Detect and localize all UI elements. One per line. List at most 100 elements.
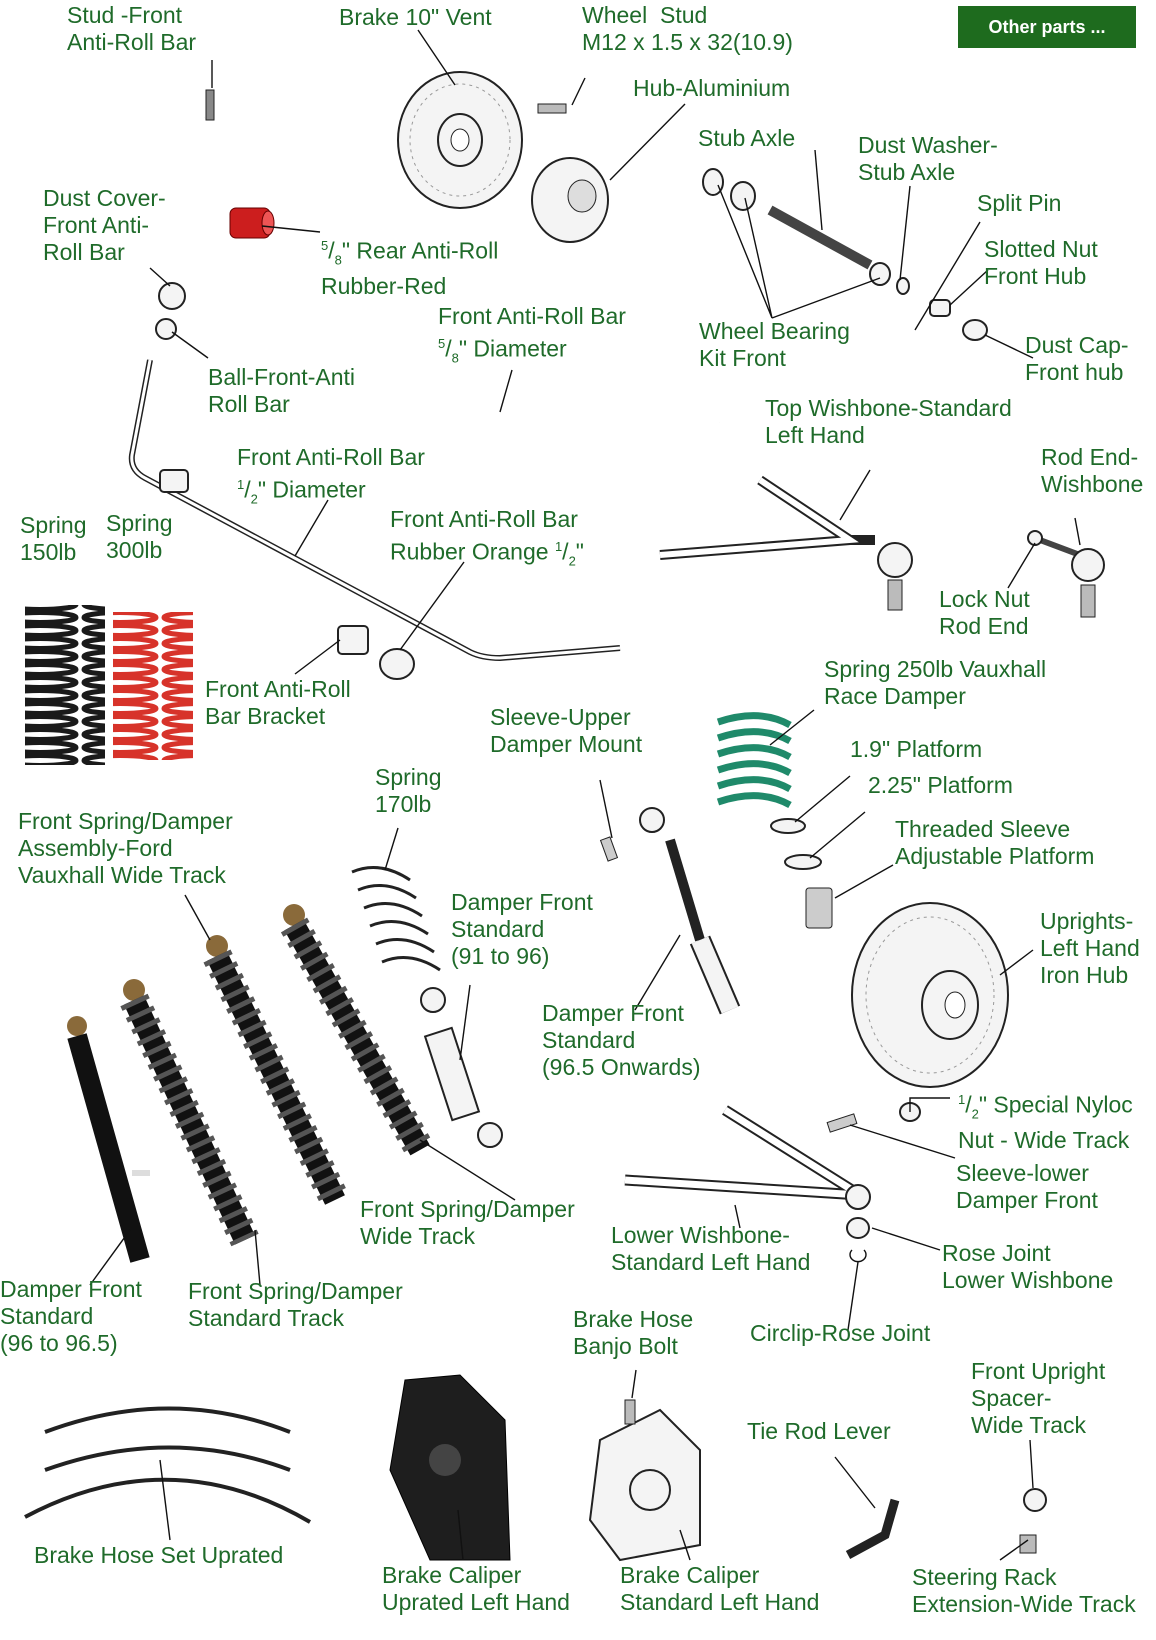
label-platform-225[interactable]: 2.25" Platform [868, 772, 1013, 798]
arb-bracket[interactable] [337, 625, 369, 655]
damper-front-96-96-5[interactable] [67, 1016, 150, 1263]
top-wishbone[interactable] [659, 475, 913, 611]
label-nyloc-nut[interactable]: 1/2" Special Nyloc Nut - Wide Track [958, 1091, 1133, 1154]
label-front-spring-wide[interactable]: Front Spring/Damper Wide Track [360, 1196, 575, 1249]
label-slotted-nut[interactable]: Slotted Nut Front Hub [984, 236, 1098, 289]
fraction-den: 2 [250, 491, 258, 507]
front-spring-damper-standard[interactable] [120, 979, 259, 1247]
label-brake-hose-banjo[interactable]: Brake Hose Banjo Bolt [573, 1306, 694, 1359]
label-damper-96-5-on[interactable]: Damper Front Standard (96.5 Onwards) [542, 1000, 701, 1080]
label-spring-300[interactable]: Spring 300lb [106, 510, 173, 563]
label-caliper-standard[interactable]: Brake Caliper Standard Left Hand [620, 1562, 820, 1615]
platform-2-25[interactable] [784, 854, 822, 870]
label-damper-91-96[interactable]: Damper Front Standard (91 to 96) [451, 889, 593, 969]
label-arb-rubber-orange[interactable]: Front Anti-Roll Bar Rubber Orange 1/2" [390, 506, 584, 569]
label-sleeve-upper[interactable]: Sleeve-Upper Damper Mount [490, 704, 643, 757]
label-arb-rubber-orange-b: " [575, 538, 584, 565]
label-stub-axle[interactable]: Stub Axle [698, 125, 796, 151]
label-front-arb-12[interactable]: Front Anti-Roll Bar 1/2" Diameter [237, 444, 425, 507]
label-rod-end[interactable]: Rod End- Wishbone [1041, 444, 1144, 497]
label-rose-joint[interactable]: Rose Joint Lower Wishbone [942, 1240, 1114, 1293]
damper-front-96-5[interactable] [639, 807, 741, 1015]
label-spring-170[interactable]: Spring 170lb [375, 764, 442, 817]
spring-170lb[interactable] [351, 866, 441, 972]
label-circlip[interactable]: Circlip-Rose Joint [750, 1320, 931, 1346]
label-rear-arb-rubber-text: " Rear Anti-Roll Rubber-Red [321, 237, 499, 300]
label-front-arb-12-b: " Diameter [257, 476, 366, 503]
front-upright-spacer[interactable] [1023, 1488, 1047, 1512]
platform-1-9[interactable] [770, 818, 806, 834]
front-anti-roll-bar-5-8[interactable] [193, 117, 721, 424]
label-top-wishbone[interactable]: Top Wishbone-Standard Left Hand [765, 395, 1012, 448]
wheel-stud[interactable] [537, 103, 567, 114]
stud-front-arb[interactable] [205, 89, 215, 121]
label-platform-19[interactable]: 1.9" Platform [850, 736, 983, 762]
label-ball-front-anti[interactable]: Ball-Front-Anti Roll Bar [208, 364, 355, 417]
label-spring-250[interactable]: Spring 250lb Vauxhall Race Damper [824, 656, 1047, 709]
arb-bushing[interactable] [159, 469, 189, 493]
fraction-num: 1 [237, 477, 245, 492]
label-caliper-uprated[interactable]: Brake Caliper Uprated Left Hand [382, 1562, 570, 1615]
spring-250lb[interactable] [714, 712, 794, 812]
label-front-spring-damper-ford[interactable]: Front Spring/Damper Assembly-Ford Vauxha… [18, 808, 233, 888]
label-threaded-sleeve[interactable]: Threaded Sleeve Adjustable Platform [895, 816, 1095, 869]
label-dust-washer[interactable]: Dust Washer- Stub Axle [858, 132, 998, 185]
label-arb-bracket[interactable]: Front Anti-Roll Bar Bracket [205, 676, 351, 729]
damper-front-91-96[interactable] [420, 987, 503, 1148]
label-sleeve-lower[interactable]: Sleeve-lower Damper Front [956, 1160, 1098, 1213]
arb-rubber-orange[interactable] [379, 648, 415, 680]
fraction-num: 5 [321, 238, 329, 253]
front-spring-damper-ford[interactable] [203, 935, 349, 1207]
rear-arb-rubber-red[interactable] [229, 207, 275, 239]
brake-disc-vent[interactable] [397, 71, 523, 209]
stub-axle-assembly[interactable] [702, 168, 988, 341]
label-brake-vent[interactable]: Brake 10" Vent [339, 4, 492, 30]
label-spring-150[interactable]: Spring 150lb [20, 512, 87, 565]
fraction-den: 2 [971, 1106, 979, 1122]
label-rear-arb-rubber[interactable]: 5/8" Rear Anti-Roll Rubber-Red [321, 237, 499, 300]
threaded-sleeve[interactable] [805, 887, 833, 929]
label-front-spring-std[interactable]: Front Spring/Damper Standard Track [188, 1278, 403, 1331]
label-tie-rod[interactable]: Tie Rod Lever [747, 1418, 891, 1444]
spring-150lb[interactable] [25, 605, 105, 765]
other-parts-button[interactable]: Other parts ... [958, 6, 1136, 48]
sleeve-lower-damper[interactable] [826, 1113, 858, 1133]
label-front-arb-58[interactable]: Front Anti-Roll Bar 5/8" Diameter [438, 303, 626, 366]
rose-joint[interactable] [846, 1217, 870, 1239]
sleeve-upper-damper[interactable] [599, 836, 619, 862]
rod-end-wishbone[interactable] [1027, 530, 1105, 618]
brake-hose-banjo-bolt[interactable] [624, 1399, 636, 1425]
uprights-iron-hub[interactable] [851, 902, 1009, 1088]
hub-aluminium[interactable] [531, 157, 609, 243]
ball-front-arb[interactable] [155, 318, 177, 340]
label-front-upright-spacer[interactable]: Front Upright Spacer- Wide Track [971, 1358, 1106, 1438]
lower-wishbone[interactable] [624, 1105, 871, 1210]
label-hub-aluminium[interactable]: Hub-Aluminium [633, 75, 791, 101]
label-nyloc-nut-text: " Special Nyloc Nut - Wide Track [958, 1091, 1133, 1154]
label-lock-nut[interactable]: Lock Nut Rod End [939, 586, 1030, 639]
label-dust-cover[interactable]: Dust Cover- Front Anti- Roll Bar [43, 185, 166, 265]
label-uprights[interactable]: Uprights- Left Hand Iron Hub [1040, 908, 1140, 988]
dust-cover-arb[interactable] [158, 282, 186, 310]
spring-300lb[interactable] [113, 612, 193, 760]
label-brake-hose-set[interactable]: Brake Hose Set Uprated [34, 1542, 284, 1568]
label-split-pin[interactable]: Split Pin [977, 190, 1062, 216]
label-steering-rack[interactable]: Steering Rack Extension-Wide Track [912, 1564, 1136, 1617]
front-anti-roll-bar-1-2[interactable] [128, 359, 621, 662]
brake-caliper-uprated[interactable] [389, 1374, 511, 1561]
circlip[interactable] [849, 1249, 867, 1263]
label-stud-front-arb[interactable]: Stud -Front Anti-Roll Bar [67, 2, 197, 55]
brake-hose-set[interactable] [24, 1406, 312, 1524]
brake-caliper-standard[interactable] [588, 1408, 701, 1562]
steering-rack-extension[interactable] [1019, 1534, 1037, 1554]
label-lower-wishbone[interactable]: Lower Wishbone- Standard Left Hand [611, 1222, 811, 1275]
label-wheel-bearing[interactable]: Wheel Bearing Kit Front [699, 318, 850, 371]
label-damper-96-96-5[interactable]: Damper Front Standard (96 to 96.5) [0, 1276, 142, 1356]
label-dust-cap[interactable]: Dust Cap- Front hub [1025, 332, 1129, 385]
label-arb-rubber-orange-text: Front Anti-Roll Bar Rubber Orange [390, 506, 578, 565]
label-wheel-stud[interactable]: Wheel Stud M12 x 1.5 x 32(10.9) [582, 2, 793, 55]
fraction-den: 2 [568, 553, 576, 569]
front-spring-damper-wide[interactable] [280, 904, 434, 1158]
tie-rod-lever[interactable] [845, 1498, 900, 1559]
